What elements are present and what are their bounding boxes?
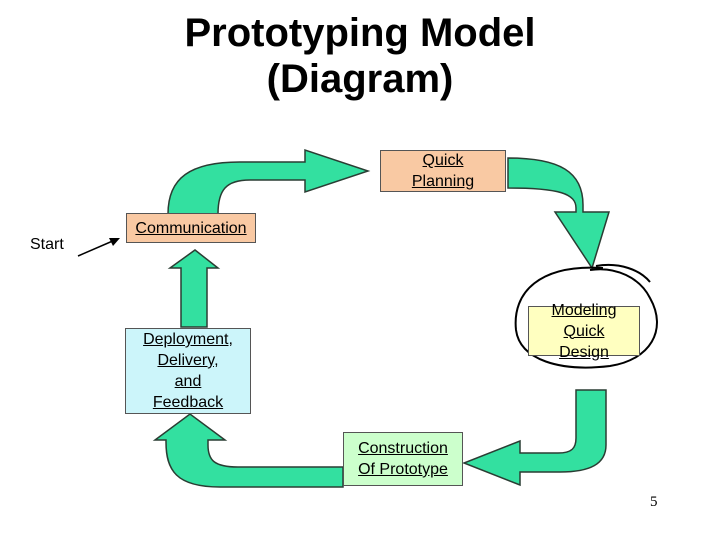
deployment-line-3: and (174, 373, 202, 390)
start-label: Start (30, 236, 64, 253)
arrow-to-deployment (152, 413, 344, 488)
quick-planning-line-2: Planning (411, 173, 475, 190)
page-number: 5 (650, 494, 658, 510)
deployment-line-2: Delivery, (157, 352, 219, 369)
quick-planning-line-1: Quick (422, 152, 464, 169)
arrow-to-modeling (507, 157, 611, 270)
slide-title: Prototyping Model (Diagram) (0, 10, 720, 102)
hand-drawn-circle (514, 264, 658, 369)
arrow-to-construction (461, 389, 607, 487)
deployment-line-1: Deployment, (143, 331, 233, 348)
modeling-line-3: Design (559, 343, 609, 361)
construction-box: Construction Of Prototype (343, 432, 463, 486)
title-line-2: (Diagram) (266, 57, 454, 101)
construction-line-2: Of Prototype (358, 461, 448, 478)
deployment-line-4: Feedback (152, 394, 224, 411)
modeling-box: Modeling Quick Design (528, 302, 640, 361)
communication-box: Communication (126, 213, 256, 243)
arrow-to-quick-planning (167, 148, 371, 215)
start-pointer-head (109, 238, 120, 246)
modeling-line-1: Modeling (551, 301, 617, 319)
construction-line-1: Construction (358, 440, 448, 457)
quick-planning-box: Quick Planning (380, 150, 506, 192)
communication-label: Communication (135, 219, 247, 237)
arrow-to-communication (167, 249, 221, 328)
start-pointer-line (77, 239, 116, 257)
modeling-line-2: Quick (563, 322, 605, 340)
title-line-1: Prototyping Model (184, 11, 536, 55)
deployment-box: Deployment, Delivery, and Feedback (125, 328, 251, 414)
